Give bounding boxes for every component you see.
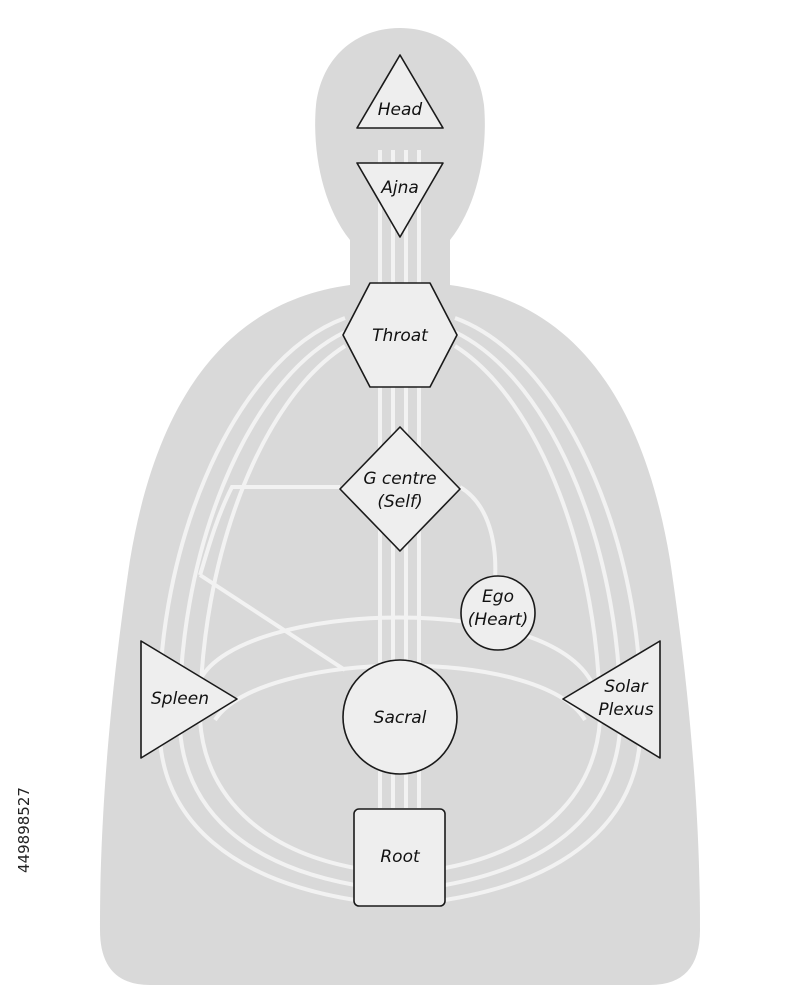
- centre-throat[interactable]: Throat: [342, 282, 458, 388]
- g-centre-label-line2: (Self): [377, 492, 422, 512]
- stock-id-text: 449898527: [15, 787, 33, 873]
- head-shape: [356, 54, 444, 129]
- throat-label: Throat: [372, 326, 429, 346]
- centre-spleen[interactable]: Spleen: [140, 640, 238, 759]
- channel-spleen-to-sacral: [198, 573, 347, 672]
- channel-g-to-left: [198, 485, 340, 576]
- ego-label-line2: (Heart): [468, 610, 529, 630]
- centre-sacral[interactable]: Sacral: [342, 659, 458, 775]
- root-shape: [353, 808, 446, 907]
- ego-label-line1: Ego: [482, 587, 514, 607]
- centre-g[interactable]: G centre (Self): [339, 426, 461, 552]
- root-label: Root: [380, 847, 421, 867]
- centres: Head Ajna Throat G centre (Self) Ego (He…: [140, 54, 661, 907]
- centre-root[interactable]: Root: [353, 808, 446, 907]
- spleen-label: Spleen: [151, 689, 209, 709]
- centre-solar-plexus[interactable]: Solar Plexus: [562, 640, 661, 759]
- head-label: Head: [378, 100, 423, 120]
- centre-ajna[interactable]: Ajna: [356, 162, 444, 238]
- sacral-label: Sacral: [374, 708, 427, 728]
- centre-head[interactable]: Head: [356, 54, 444, 129]
- sacral-shape: [342, 659, 458, 775]
- g-centre-shape: [339, 426, 461, 552]
- ajna-label: Ajna: [380, 178, 419, 198]
- spleen-shape: [140, 640, 238, 759]
- throat-shape: [342, 282, 458, 388]
- channel-spleen-solar-ellipse-top: [198, 615, 597, 691]
- ajna-shape: [356, 162, 444, 238]
- solar-plexus-label-line1: Solar: [604, 677, 648, 697]
- solar-plexus-shape: [562, 640, 661, 759]
- ego-shape: [460, 575, 536, 651]
- solar-plexus-label-line2: Plexus: [598, 700, 653, 720]
- g-centre-label-line1: G centre: [363, 469, 436, 489]
- centre-ego[interactable]: Ego (Heart): [460, 575, 536, 651]
- channel-g-to-ego: [458, 485, 498, 581]
